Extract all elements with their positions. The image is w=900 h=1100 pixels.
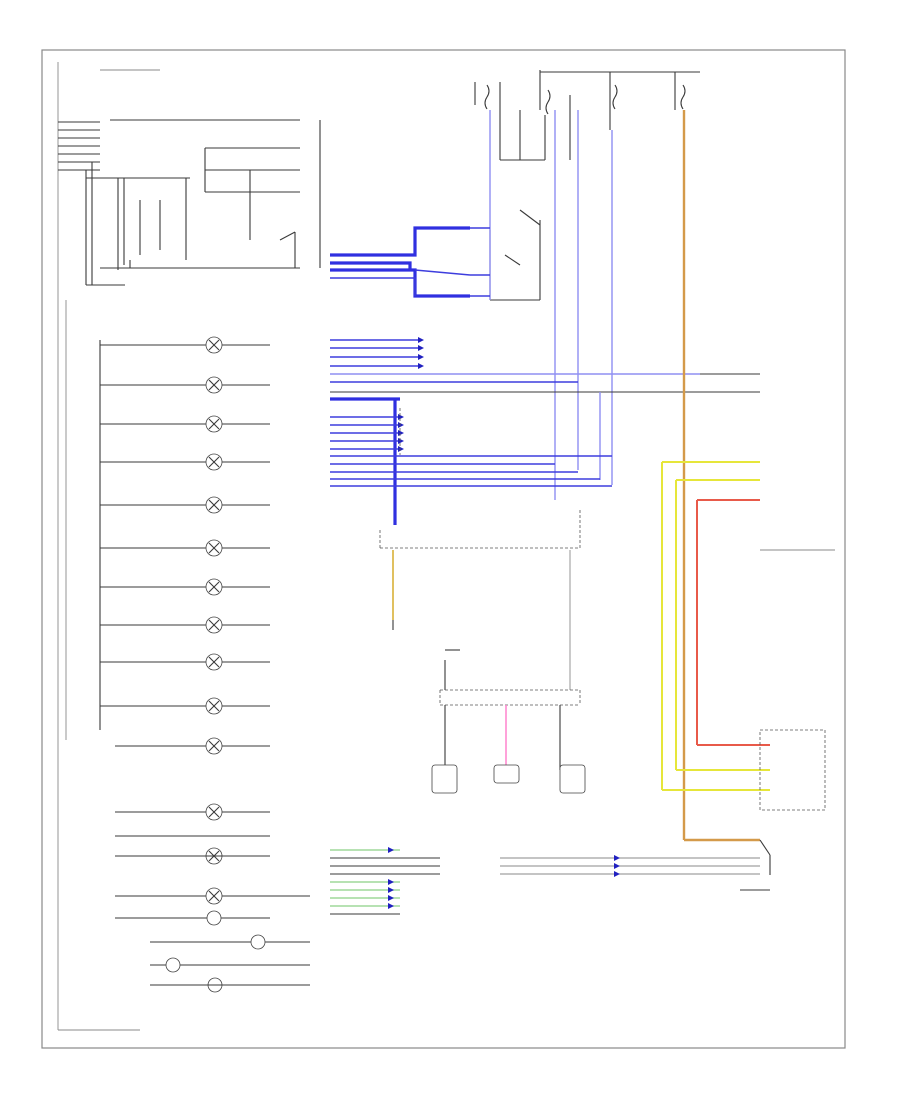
blue-signal-wires [330,110,700,525]
lamp-row-2 [100,376,270,394]
lamp-row-1 [100,336,270,354]
lamp-row-6 [100,539,270,557]
indicator-lamp-icon [206,910,222,926]
connector-arrows [398,337,424,455]
diagram-border [41,49,846,1049]
lamp-row-9 [100,653,270,671]
lamp-row-12 [115,803,270,865]
lamp-row-4 [100,453,270,471]
indicator-lamp-icon [165,957,181,973]
right-module-box [759,729,826,811]
connector-icon [559,764,586,794]
right-side-circuit [661,110,835,891]
lamp-row-14 [150,934,310,993]
left-lamp-rows [58,336,310,1031]
lamp-row-8 [100,616,270,634]
lower-center-module [431,649,586,794]
lamp-row-3 [100,415,270,433]
indicator-lamp-icon [250,934,266,950]
connector-icon [493,764,520,784]
lamp-row-13 [115,887,310,926]
center-module [379,510,581,690]
connector-icon [431,764,458,794]
lamp-row-5 [100,496,270,514]
lamp-row-11 [115,737,270,755]
lamp-row-10 [100,697,270,715]
lamp-row-7 [100,578,270,596]
instrument-cluster-section [57,62,321,1030]
bottom-connector-block [330,847,760,915]
fuse-block-section [474,70,700,301]
